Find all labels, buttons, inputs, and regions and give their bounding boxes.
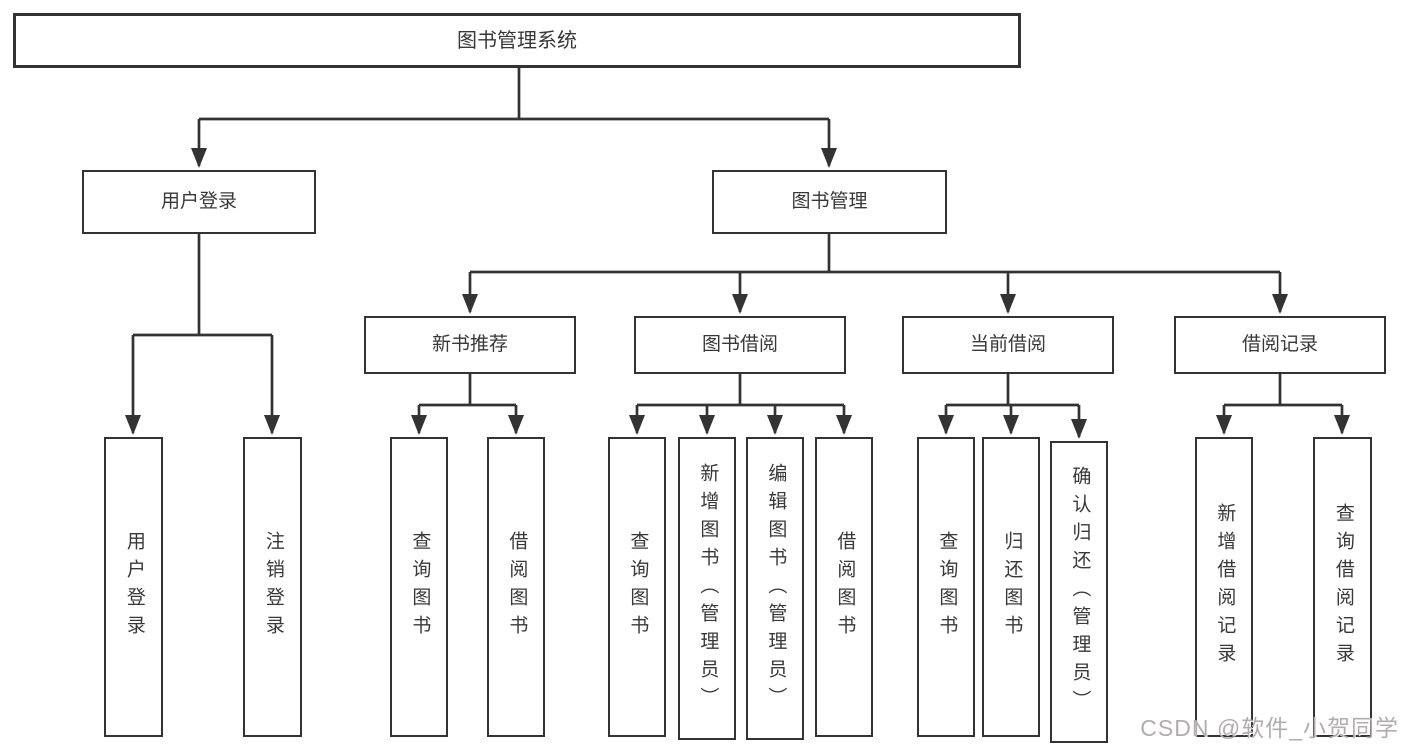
node-borrow-records: 借阅记录 bbox=[1174, 316, 1386, 374]
leaf-bb-edit-books-admin: 编辑图书（管理员） bbox=[746, 437, 804, 740]
leaf-bb-query-books: 查询图书 bbox=[608, 437, 666, 737]
leaf-cb-return-books: 归还图书 bbox=[982, 437, 1040, 737]
leaf-br-add-borrow-record: 新增借阅记录 bbox=[1195, 437, 1253, 737]
leaf-bb-borrow-books: 借阅图书 bbox=[815, 437, 873, 737]
leaf-nbr-borrow-books: 借阅图书 bbox=[487, 437, 545, 737]
leaf-cb-query-books: 查询图书 bbox=[917, 437, 975, 737]
node-new-book-recommend: 新书推荐 bbox=[364, 316, 576, 374]
node-current-borrow: 当前借阅 bbox=[902, 316, 1114, 374]
leaf-nbr-query-books: 查询图书 bbox=[390, 437, 448, 737]
node-book-borrow: 图书借阅 bbox=[634, 316, 846, 374]
leaf-logout: 注销登录 bbox=[243, 437, 302, 737]
node-user-login: 用户登录 bbox=[82, 170, 316, 234]
leaf-cb-confirm-return-admin: 确认归还（管理员） bbox=[1050, 441, 1108, 743]
node-root-system: 图书管理系统 bbox=[13, 13, 1021, 68]
leaf-br-query-borrow-record: 查询借阅记录 bbox=[1313, 437, 1372, 737]
watermark: CSDN @软件_小贺同学 bbox=[1140, 715, 1399, 741]
node-book-mgmt: 图书管理 bbox=[712, 170, 947, 234]
leaf-user-login: 用户登录 bbox=[104, 437, 163, 737]
leaf-bb-add-books-admin: 新增图书（管理员） bbox=[678, 437, 736, 740]
connector-rails bbox=[133, 68, 1342, 407]
